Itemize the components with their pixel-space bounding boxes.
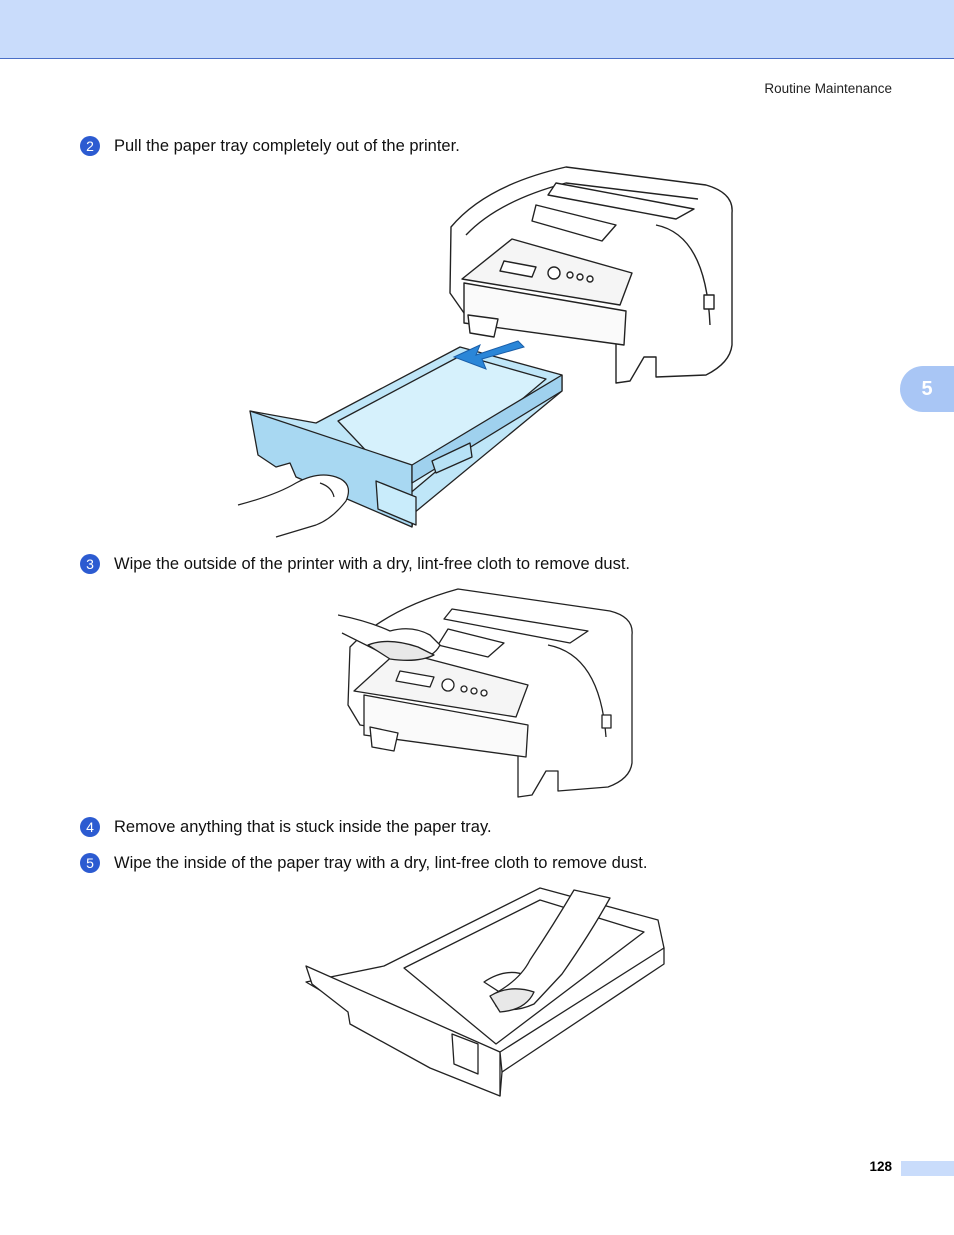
chapter-tab: 5 [900,366,954,412]
step-number-badge: 3 [80,554,100,574]
paper-tray-interior-wipe-illustration [305,887,665,1097]
section-title: Routine Maintenance [764,81,892,96]
step-5: 5 Wipe the inside of the paper tray with… [80,853,647,873]
printer-exterior-wipe-illustration [338,588,633,798]
step-text: Wipe the inside of the paper tray with a… [114,853,648,872]
header-band [0,0,954,59]
step-number-badge: 2 [80,136,100,156]
step-text: Pull the paper tray completely out of th… [114,136,460,155]
step-number-badge: 4 [80,817,100,837]
step-text: Remove anything that is stuck inside the… [114,817,492,836]
page-number: 128 [869,1159,892,1174]
step-3: 3 Wipe the outside of the printer with a… [80,554,630,574]
step-4: 4 Remove anything that is stuck inside t… [80,817,492,837]
step-number-badge: 5 [80,853,100,873]
printer-tray-removal-illustration [237,166,733,538]
step-2: 2 Pull the paper tray completely out of … [80,136,460,156]
footer-tab [901,1161,954,1176]
step-text: Wipe the outside of the printer with a d… [114,554,631,573]
